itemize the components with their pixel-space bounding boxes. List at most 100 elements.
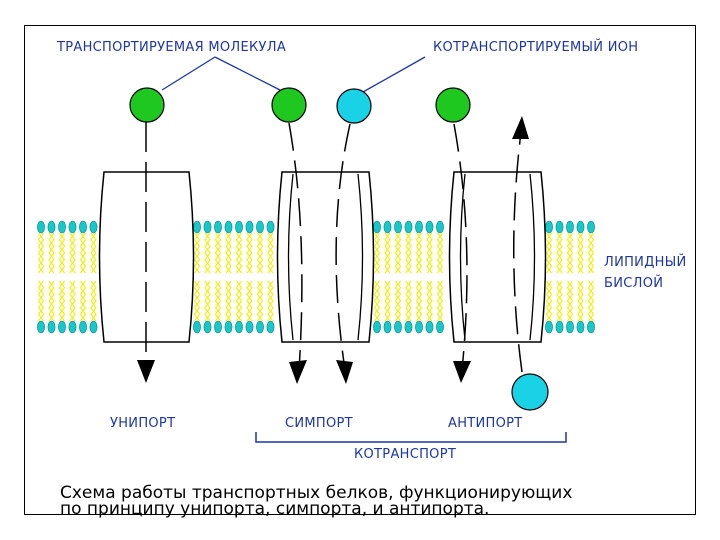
caption-line1: Схема работы транспортных белков, функци… (60, 483, 573, 503)
lipid-tail (436, 280, 444, 322)
caption-line2: по принципу унипорта, симпорта, и антипо… (60, 499, 490, 519)
lipid-tail (373, 280, 381, 322)
lipid-tail (405, 280, 412, 322)
lipid-head (235, 320, 243, 334)
arrowhead-down (336, 360, 353, 384)
lipid-head (404, 320, 413, 334)
lipid-bilayer-label-line1: ЛИПИДНЫЙ (604, 255, 687, 270)
lipid-head (79, 220, 87, 234)
lipid-tail (256, 232, 264, 274)
cotransported-ion-label: КОТРАНСПОРТИРУЕМЫЙ ИОН (433, 40, 639, 55)
lipid-tail (214, 280, 222, 322)
lipid-head (37, 320, 45, 334)
lipid-tail (69, 232, 76, 274)
lipid-bilayer-tails (37, 232, 595, 322)
cotransport-label: КОТРАНСПОРТ (354, 447, 457, 462)
lipid-tail (90, 280, 97, 322)
lipid-tail (556, 280, 563, 322)
lipid-tail (394, 280, 402, 322)
lipid-tail (214, 280, 222, 322)
lipid-tail (79, 232, 87, 274)
lipid-tail (37, 280, 45, 322)
lipid-head (266, 320, 275, 334)
lipid-tail (225, 280, 232, 322)
lipid-head (89, 320, 98, 334)
lipid-tail (394, 232, 402, 274)
lipid-tail (426, 280, 433, 322)
molecule-symport (271, 87, 307, 123)
lipid-tail (577, 280, 584, 322)
ion-pointer-line (362, 56, 426, 93)
symport-protein (276, 171, 375, 343)
molecule-pointer-line (214, 56, 281, 91)
lipid-head (545, 320, 553, 334)
lipid-tail (587, 232, 595, 274)
lipid-head (224, 220, 233, 234)
lipid-tail (37, 280, 45, 322)
lipid-head (214, 220, 222, 234)
lipid-tail (577, 232, 584, 274)
lipid-tail (225, 232, 232, 274)
lipid-tail (384, 280, 391, 322)
antiport-ion-path (513, 131, 523, 373)
lipid-head (373, 320, 381, 334)
lipid-head (89, 220, 98, 234)
antiport-molecule-path (453, 123, 468, 371)
lipid-head (555, 320, 564, 334)
lipid-bilayer-heads (37, 220, 595, 334)
lipid-bilayer-label-line2: БИСЛОЙ (604, 276, 664, 291)
lipid-head (436, 320, 444, 334)
lipid-tail (267, 280, 274, 322)
lipid-tail (405, 232, 412, 274)
lipid-tail (246, 280, 253, 322)
lipid-tail (204, 280, 211, 322)
lipid-tail (566, 232, 574, 274)
lipid-tail (79, 232, 87, 274)
lipid-head (256, 220, 264, 234)
lipid-tail (373, 232, 381, 274)
lipid-tail (384, 232, 391, 274)
lipid-tail (79, 280, 87, 322)
lipid-tail (426, 232, 433, 274)
lipid-tail (415, 232, 423, 274)
lipid-tail (214, 232, 222, 274)
lipid-tail (436, 232, 444, 274)
lipid-head (576, 220, 585, 234)
label-pointer-lines (161, 56, 426, 93)
lipid-head (394, 220, 402, 234)
lipid-head (68, 220, 77, 234)
lipid-head (245, 220, 254, 234)
lipid-tail (204, 280, 211, 322)
lipid-tail (58, 280, 66, 322)
lipid-head (415, 320, 423, 334)
lipid-head (68, 320, 77, 334)
lipid-head (224, 320, 233, 334)
lipid-head (203, 320, 212, 334)
lipid-head (404, 220, 413, 234)
lipid-head (425, 220, 434, 234)
lipid-head (383, 220, 392, 234)
lipid-head (587, 320, 595, 334)
lipid-tail (48, 280, 55, 322)
cotransport-bracket (255, 432, 567, 443)
lipid-tail (58, 232, 66, 274)
lipid-tail (436, 280, 444, 322)
lipid-tail (556, 232, 563, 274)
arrowhead-down (137, 360, 155, 383)
arrowhead-down (453, 361, 471, 383)
lipid-tail (384, 280, 391, 322)
ion-antiport (511, 373, 549, 411)
lipid-tail (577, 232, 584, 274)
lipid-head (555, 220, 564, 234)
lipid-head (576, 320, 585, 334)
lipid-head (566, 320, 574, 334)
arrowhead-up (512, 116, 529, 139)
lipid-tail (69, 232, 76, 274)
antiport-protein (448, 171, 547, 343)
lipid-tail (415, 232, 423, 274)
lipid-head (79, 320, 87, 334)
lipid-tail (37, 232, 45, 274)
lipid-head (256, 320, 264, 334)
lipid-tail (267, 232, 274, 274)
lipid-head (58, 320, 66, 334)
